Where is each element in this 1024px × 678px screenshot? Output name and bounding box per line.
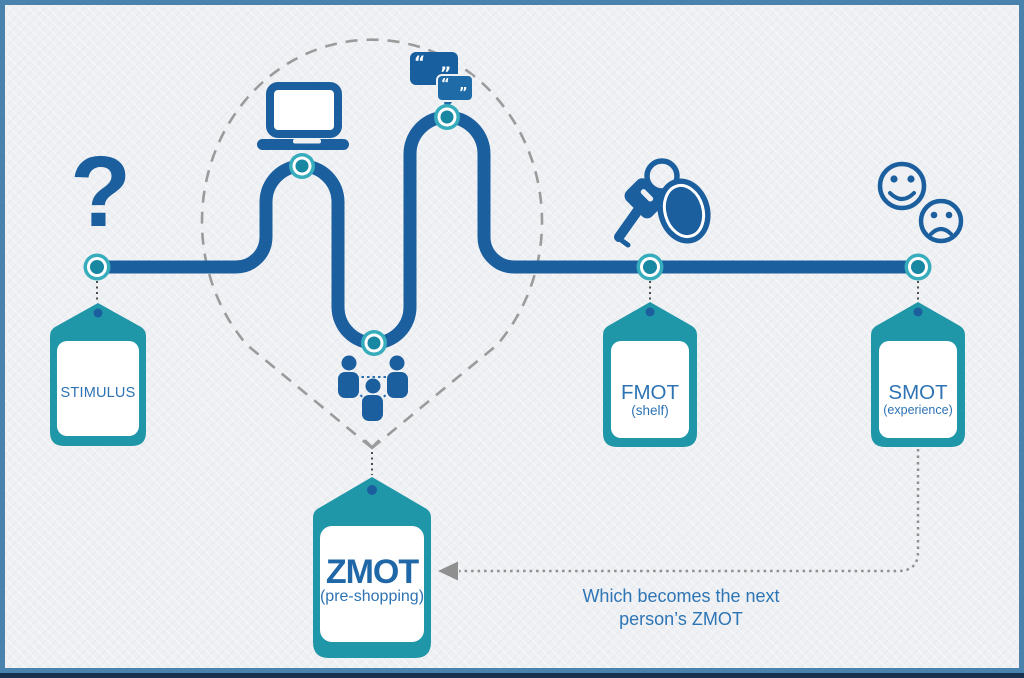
feedback-caption-line2: person’s ZMOT [619, 609, 743, 630]
journey-path [97, 110, 917, 350]
open-quote-icon: “ [414, 53, 426, 73]
journey-nodes [83, 104, 932, 356]
tag-zmot [313, 477, 431, 658]
balloon-tip-chevron [364, 439, 380, 449]
sad-face-icon [918, 198, 964, 244]
stimulus-tag-label: STIMULUS [60, 385, 136, 401]
zmot-tag-label: ZMOT [325, 553, 419, 591]
node-reviews [434, 104, 460, 130]
feedback-loop [438, 449, 920, 581]
feedback-dotted-line [459, 449, 920, 573]
question-mark-icon: ? [69, 136, 132, 248]
dashed-balloon-outline [200, 38, 544, 450]
open-quote-icon: “ [441, 77, 450, 92]
feedback-arrowhead-icon [438, 561, 458, 581]
happy-face-icon [877, 161, 927, 211]
fmot-tag-label: FMOT [620, 381, 680, 404]
people-network-icon [338, 355, 408, 421]
node-smot [904, 253, 932, 281]
smot-tag-subtitle: (experience) [883, 403, 953, 417]
tag-smot [871, 302, 965, 447]
fmot-tag-subtitle: (shelf) [631, 403, 669, 418]
smot-tag-label: SMOT [888, 381, 948, 404]
tag-hang-lines [96, 281, 919, 475]
tag-stimulus [50, 303, 146, 446]
feedback-caption: Which becomes the next person’s ZMOT [551, 585, 811, 632]
node-fmot [636, 253, 664, 281]
tag-fmot [603, 302, 697, 447]
node-people [361, 330, 387, 356]
close-quote-icon: ” [440, 64, 452, 84]
bottom-bar [0, 673, 1024, 678]
feedback-caption-line1: Which becomes the next [582, 586, 780, 606]
close-quote-icon: ” [459, 86, 468, 101]
car-keys-icon [614, 158, 711, 248]
laptop-icon [257, 82, 349, 150]
node-stimulus [83, 253, 111, 281]
zmot-tag-subtitle: (pre-shopping) [319, 588, 425, 605]
node-laptop [289, 153, 315, 179]
